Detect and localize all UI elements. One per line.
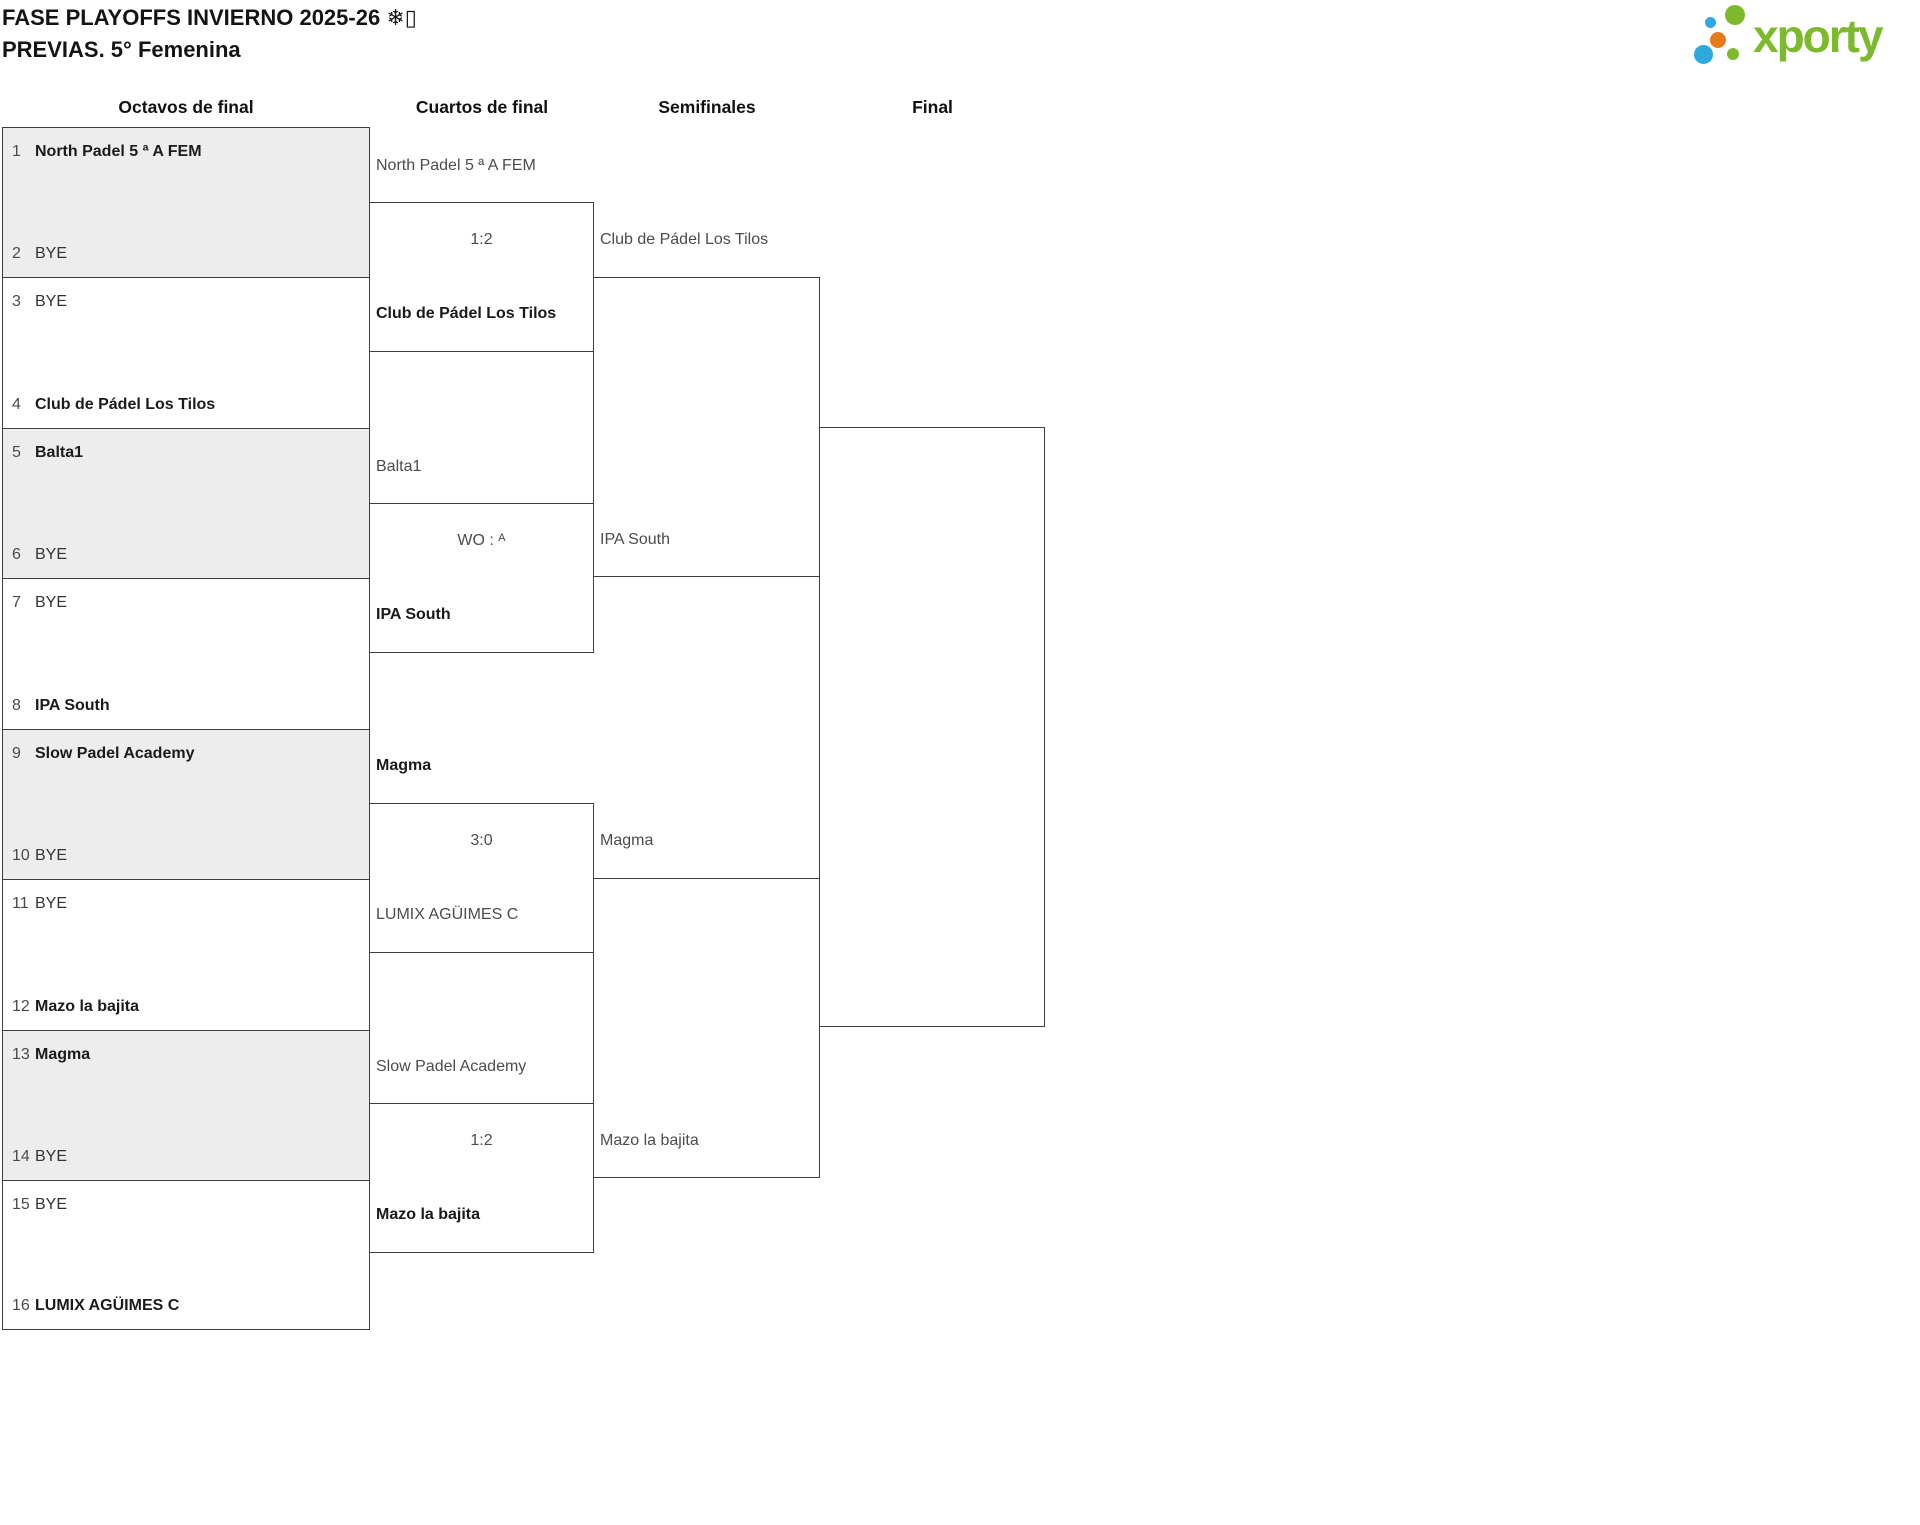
team-name: BYE bbox=[35, 847, 68, 864]
team-name[interactable]: Club de Pádel Los Tilos bbox=[35, 396, 216, 413]
seed-row: 16 LUMIX AGÜIMES C bbox=[12, 1296, 363, 1316]
team-name[interactable]: Balta1 bbox=[35, 444, 84, 461]
qf-match-box-1 bbox=[369, 202, 594, 352]
seed-row: 10 BYE bbox=[12, 846, 363, 866]
sf2-bottom-team[interactable]: Mazo la bajita bbox=[600, 1132, 699, 1149]
r1-match-box-7: 13 Magma 14 BYE bbox=[2, 1030, 370, 1180]
final-match-box bbox=[819, 427, 1045, 1027]
logo-dot-green-big-icon bbox=[1725, 5, 1745, 25]
seed-row: 4 Club de Pádel Los Tilos bbox=[12, 395, 363, 415]
seed-number: 11 bbox=[12, 895, 29, 912]
qf1-bottom-team[interactable]: Club de Pádel Los Tilos bbox=[376, 305, 557, 322]
team-name: BYE bbox=[35, 293, 68, 310]
seed-number: 13 bbox=[12, 1046, 30, 1063]
team-name[interactable]: North Padel 5 ª A FEM bbox=[35, 143, 202, 160]
logo-dot-blue-big-icon bbox=[1694, 45, 1713, 64]
seed-number: 14 bbox=[12, 1148, 30, 1165]
r1-match-box-3: 5 Balta1 6 BYE bbox=[2, 428, 370, 578]
team-name[interactable]: Magma bbox=[35, 1046, 91, 1063]
qf-match-box-2 bbox=[369, 503, 594, 653]
round-header-cuartos: Cuartos de final bbox=[415, 97, 549, 117]
qf3-score: 3:0 bbox=[470, 832, 493, 849]
sf1-bottom-team[interactable]: IPA South bbox=[600, 531, 670, 548]
r1-match-box-6: 11 BYE 12 Mazo la bajita bbox=[2, 879, 370, 1030]
team-name[interactable]: IPA South bbox=[35, 697, 110, 714]
seed-number: 5 bbox=[12, 444, 21, 461]
seed-number: 8 bbox=[12, 697, 21, 714]
seed-number: 3 bbox=[12, 293, 21, 310]
qf-match-box-4 bbox=[369, 1103, 594, 1253]
qf4-bottom-team[interactable]: Mazo la bajita bbox=[376, 1206, 481, 1223]
seed-number: 15 bbox=[12, 1196, 30, 1213]
round-header-octavos: Octavos de final bbox=[118, 97, 254, 117]
qf3-bottom-team[interactable]: LUMIX AGÜIMES C bbox=[376, 906, 519, 923]
seed-row: 3 BYE bbox=[12, 292, 363, 312]
logo-dot-blue-small-icon bbox=[1705, 17, 1716, 28]
qf3-top-team[interactable]: Magma bbox=[376, 757, 432, 774]
seed-row: 2 BYE bbox=[12, 244, 363, 264]
seed-row: 9 Slow Padel Academy bbox=[12, 744, 363, 764]
sf-match-box-2 bbox=[593, 878, 820, 1178]
seed-number: 10 bbox=[12, 847, 30, 864]
seed-row: 6 BYE bbox=[12, 545, 363, 565]
logo-dot-green-small-icon bbox=[1727, 48, 1739, 60]
page-subtitle: PREVIAS. 5° Femenina bbox=[2, 37, 241, 62]
qf1-top-team[interactable]: North Padel 5 ª A FEM bbox=[376, 157, 536, 174]
seed-number: 6 bbox=[12, 546, 21, 563]
qf1-score: 1:2 bbox=[470, 231, 493, 248]
qf4-top-team[interactable]: Slow Padel Academy bbox=[376, 1058, 527, 1075]
team-name: BYE bbox=[35, 546, 68, 563]
team-name: BYE bbox=[35, 895, 68, 912]
logo-dot-orange-icon bbox=[1710, 32, 1726, 48]
qf2-top-team[interactable]: Balta1 bbox=[376, 458, 422, 475]
seed-row: 7 BYE bbox=[12, 593, 363, 613]
team-name: BYE bbox=[35, 1148, 68, 1165]
team-name[interactable]: Slow Padel Academy bbox=[35, 745, 195, 762]
seed-number: 7 bbox=[12, 594, 21, 611]
r1-match-box-2: 3 BYE 4 Club de Pádel Los Tilos bbox=[2, 277, 370, 428]
qf2-score: WO : ᴬ bbox=[457, 532, 506, 549]
seed-row: 13 Magma bbox=[12, 1045, 363, 1065]
team-name: BYE bbox=[35, 245, 68, 262]
seed-row: 5 Balta1 bbox=[12, 443, 363, 463]
seed-number: 4 bbox=[12, 396, 21, 413]
seed-row: 14 BYE bbox=[12, 1147, 363, 1167]
seed-row: 15 BYE bbox=[12, 1195, 363, 1215]
seed-number: 1 bbox=[12, 143, 21, 160]
xporty-logo[interactable]: xporty bbox=[1676, 2, 1916, 72]
seed-row: 11 BYE bbox=[12, 894, 363, 914]
seed-number: 2 bbox=[12, 245, 21, 262]
seed-number: 9 bbox=[12, 745, 21, 762]
seed-number: 12 bbox=[12, 998, 30, 1015]
qf2-bottom-team[interactable]: IPA South bbox=[376, 606, 451, 623]
logo-wordmark: xporty bbox=[1753, 10, 1884, 62]
sf1-top-team[interactable]: Club de Pádel Los Tilos bbox=[600, 231, 769, 248]
round-header-semifinales: Semifinales bbox=[658, 97, 756, 117]
r1-match-box-4: 7 BYE 8 IPA South bbox=[2, 578, 370, 729]
r1-match-box-5: 9 Slow Padel Academy 10 BYE bbox=[2, 729, 370, 879]
sf2-top-team[interactable]: Magma bbox=[600, 832, 654, 849]
qf-match-box-3 bbox=[369, 803, 594, 953]
seed-number: 16 bbox=[12, 1297, 30, 1314]
seed-row: 8 IPA South bbox=[12, 696, 363, 716]
qf4-score: 1:2 bbox=[470, 1132, 493, 1149]
team-name: BYE bbox=[35, 594, 68, 611]
r1-match-box-8: 15 BYE 16 LUMIX AGÜIMES C bbox=[2, 1180, 370, 1330]
team-name[interactable]: Mazo la bajita bbox=[35, 998, 140, 1015]
r1-match-box-1: 1 North Padel 5 ª A FEM 2 BYE bbox=[2, 127, 370, 277]
page-title: FASE PLAYOFFS INVIERNO 2025-26 ❄▯ bbox=[2, 5, 417, 30]
team-name: BYE bbox=[35, 1196, 68, 1213]
seed-row: 1 North Padel 5 ª A FEM bbox=[12, 142, 363, 162]
team-name[interactable]: LUMIX AGÜIMES C bbox=[35, 1297, 180, 1314]
round-header-final: Final bbox=[912, 97, 953, 117]
title-block: FASE PLAYOFFS INVIERNO 2025-26 ❄▯ PREVIA… bbox=[2, 2, 417, 66]
seed-row: 12 Mazo la bajita bbox=[12, 997, 363, 1017]
